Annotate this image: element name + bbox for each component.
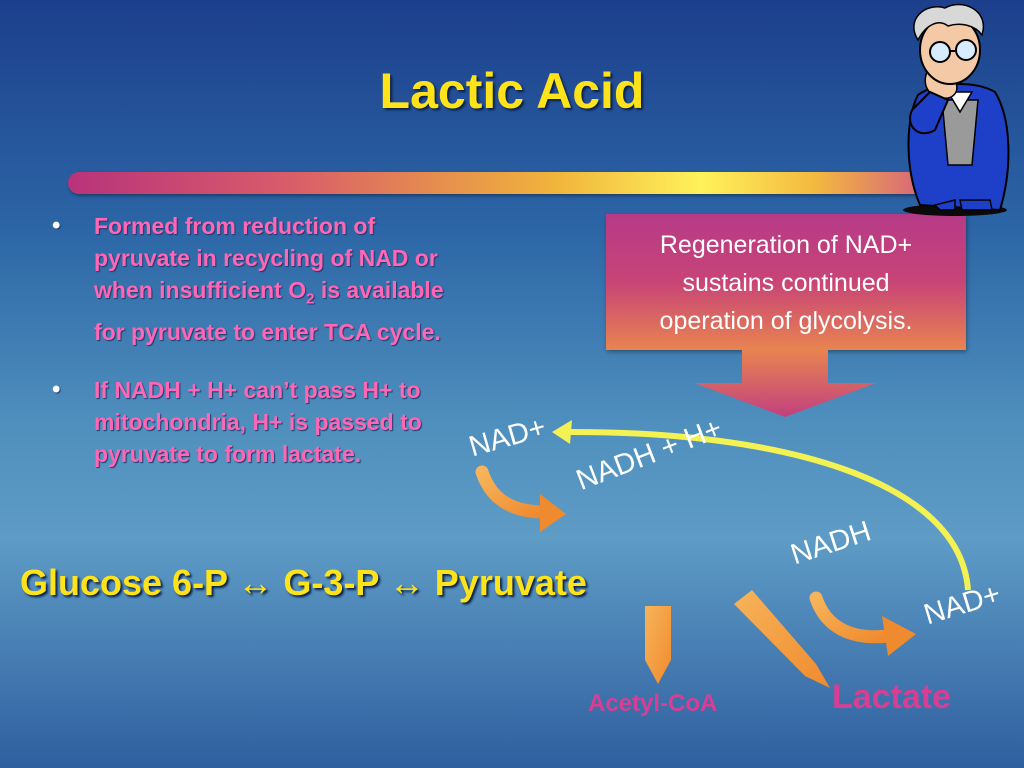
glycolysis-pathway: Glucose 6-P ↔ G-3-P ↔ Pyruvate (20, 562, 587, 603)
callout-line-2: sustains continued (682, 269, 890, 297)
nad-cycle-arrow (559, 428, 971, 591)
nad-to-nadh-arrowhead (540, 494, 566, 532)
bullet-2-line-3: pyruvate to form lactate. (94, 440, 362, 467)
oxygen-subscript: 2 (306, 290, 315, 308)
bullet-2-line-2: mitochondria, H+ is passed to (94, 408, 422, 435)
bullet-1-line-4: for pyruvate to enter TCA cycle. (94, 318, 441, 345)
bullet-marker: • (52, 212, 61, 239)
nadh-to-nad-arrowhead (882, 616, 916, 656)
title-divider-bar (68, 172, 948, 194)
bullet-marker: • (52, 375, 61, 403)
pyruvate-to-acetyl-arrow (645, 606, 671, 684)
thinking-professor-icon (903, 3, 1010, 216)
bullet-1-line-3-end: is available (314, 277, 444, 303)
slide-title: Lactic Acid (379, 63, 645, 119)
bullet-2-line-1: If NADH + H+ can’t pass H+ to (94, 376, 421, 403)
callout-line-1: Regeneration of NAD+ (659, 231, 913, 259)
nad-to-nadh-arrow (475, 465, 552, 519)
bullet-1-line-3: when insufficient O (94, 277, 307, 303)
acetyl-coa-label: Acetyl-CoA (588, 690, 718, 717)
nadh-to-nad-arrow (809, 591, 895, 644)
bullet-list: • Formed from reduction of pyruvate in r… (52, 210, 542, 496)
bullet-1-line-1: Formed from reduction of (94, 213, 376, 239)
bullet-item-2: • If NADH + H+ can’t pass H+ to mitochon… (52, 374, 542, 470)
pyruvate-to-lactate-arrow (734, 590, 830, 688)
nad-cycle-arrowhead (552, 420, 572, 444)
callout-down-arrow (694, 350, 876, 417)
callout-line-3: operation of glycolysis. (659, 307, 913, 335)
lactate-label: Lactate (832, 678, 952, 716)
regeneration-callout-box: Regeneration of NAD+ sustains continued … (606, 214, 966, 350)
bullet-1-line-2: pyruvate in recycling of NAD or (94, 245, 438, 271)
bullet-item-1: • Formed from reduction of pyruvate in r… (52, 210, 542, 348)
